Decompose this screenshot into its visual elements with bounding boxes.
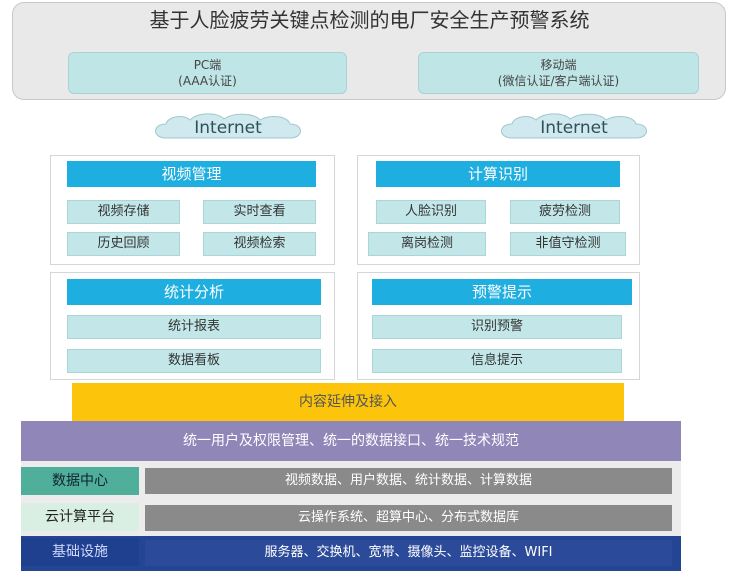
compute-item-unattended: 非值守检测 [510,232,626,256]
layer-label-data-center: 数据中心 [21,467,139,495]
alert-item-notice: 信息提示 [372,349,622,373]
module-alert-title: 预警提示 [372,279,632,305]
internet-label-left: Internet [194,118,262,138]
client-mobile-box: 移动端 (微信认证/客户端认证) [418,52,699,94]
layer-label-infrastructure: 基础设施 [21,538,139,566]
module-stats-title: 统计分析 [67,279,321,305]
stats-item-dashboard: 数据看板 [67,349,321,373]
module-alert: 预警提示 识别预警 信息提示 [357,272,640,380]
client-mobile-auth: (微信认证/客户端认证) [497,74,620,88]
access-layer-bar: 内容延伸及接入 [72,383,624,421]
layer-label-cloud-platform: 云计算平台 [21,503,139,531]
module-compute-title: 计算识别 [376,161,620,187]
internet-cloud-right: Internet [494,112,654,146]
layer-content-data-center: 视频数据、用户数据、统计数据、计算数据 [145,468,672,494]
client-pc-auth: (AAA认证) [178,74,237,88]
cloud-icon [501,113,647,139]
module-video-management: 视频管理 视频存储 实时查看 历史回顾 视频检索 [50,155,335,265]
client-pc-box: PC端 (AAA认证) [68,52,347,94]
system-title: 基于人脸疲劳关键点检测的电厂安全生产预警系统 [149,8,590,32]
compute-item-fatigue: 疲劳检测 [510,200,620,224]
alert-item-warning: 识别预警 [372,315,622,339]
module-compute-recognition: 计算识别 人脸识别 疲劳检测 离岗检测 非值守检测 [357,155,640,265]
standards-bar: 统一用户及权限管理、统一的数据接口、统一技术规范 [21,421,681,461]
internet-cloud-left: Internet [148,112,308,146]
client-mobile-name: 移动端 [540,58,577,72]
video-item-storage: 视频存储 [67,200,180,224]
layer-content-infrastructure: 服务器、交换机、宽带、摄像头、监控设备、WIFI [145,540,672,566]
module-statistics: 统计分析 统计报表 数据看板 [50,272,335,380]
cloud-icon [155,113,301,139]
video-item-live-view: 实时查看 [203,200,316,224]
module-video-title: 视频管理 [67,161,316,187]
stats-item-report: 统计报表 [67,315,321,339]
internet-label-right: Internet [540,118,608,138]
video-item-history: 历史回顾 [67,232,180,256]
layer-content-cloud-platform: 云操作系统、超算中心、分布式数据库 [145,505,672,531]
compute-item-face: 人脸识别 [376,200,486,224]
video-item-search: 视频检索 [203,232,316,256]
compute-item-absence: 离岗检测 [368,232,486,256]
client-pc-name: PC端 [193,58,222,72]
